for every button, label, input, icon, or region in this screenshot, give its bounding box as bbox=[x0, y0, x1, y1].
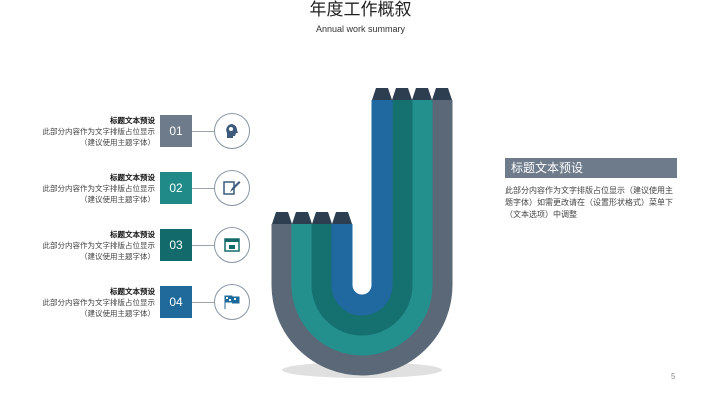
item-title: 标题文本预设 bbox=[110, 173, 155, 182]
item-number: 03 bbox=[160, 229, 192, 261]
item-note: （建议使用主题字体） bbox=[80, 309, 155, 318]
item-title: 标题文本预设 bbox=[110, 116, 155, 125]
right-panel-body: 此部分内容作为文字排版占位显示（建议使用主题字体）如需更改请在（设置形状格式）菜… bbox=[505, 186, 673, 219]
item-note: （建议使用主题字体） bbox=[80, 138, 155, 147]
connector-line bbox=[192, 188, 214, 189]
item-note: （建议使用主题字体） bbox=[80, 195, 155, 204]
connector-line bbox=[192, 245, 214, 246]
item-text: 此部分内容作为文字排版占位显示 bbox=[42, 298, 156, 307]
item-text: 此部分内容作为文字排版占位显示 bbox=[42, 127, 156, 136]
page-title: 年度工作概叙 bbox=[309, 0, 412, 19]
item-note: （建议使用主题字体） bbox=[80, 252, 155, 261]
document-edit-icon bbox=[214, 170, 250, 206]
head-gears-icon bbox=[214, 113, 250, 149]
connector-line bbox=[192, 131, 214, 132]
page-subtitle: Annual work summary bbox=[315, 24, 406, 34]
item-title: 标题文本预设 bbox=[110, 230, 155, 239]
flags-icon bbox=[214, 284, 250, 320]
list-item-02: 标题文本预设此部分内容作为文字排版占位显示 （建议使用主题字体） 02 bbox=[20, 170, 270, 212]
right-panel-title: 标题文本预设 bbox=[505, 158, 677, 178]
list-item-04: 标题文本预设此部分内容作为文字排版占位显示 （建议使用主题字体） 04 bbox=[20, 284, 270, 326]
list-item-03: 标题文本预设此部分内容作为文字排版占位显示 （建议使用主题字体） 03 bbox=[20, 227, 270, 269]
item-number: 01 bbox=[160, 115, 192, 147]
item-number: 04 bbox=[160, 286, 192, 318]
page-number: 5 bbox=[671, 372, 676, 381]
connector-line bbox=[192, 302, 214, 303]
list-item-01: 标题文本预设此部分内容作为文字排版占位显示 （建议使用主题字体） 01 bbox=[20, 113, 270, 155]
browser-window-icon bbox=[214, 227, 250, 263]
item-title: 标题文本预设 bbox=[110, 287, 155, 296]
item-text: 此部分内容作为文字排版占位显示 bbox=[42, 241, 156, 250]
item-number: 02 bbox=[160, 172, 192, 204]
item-text: 此部分内容作为文字排版占位显示 bbox=[42, 184, 156, 193]
